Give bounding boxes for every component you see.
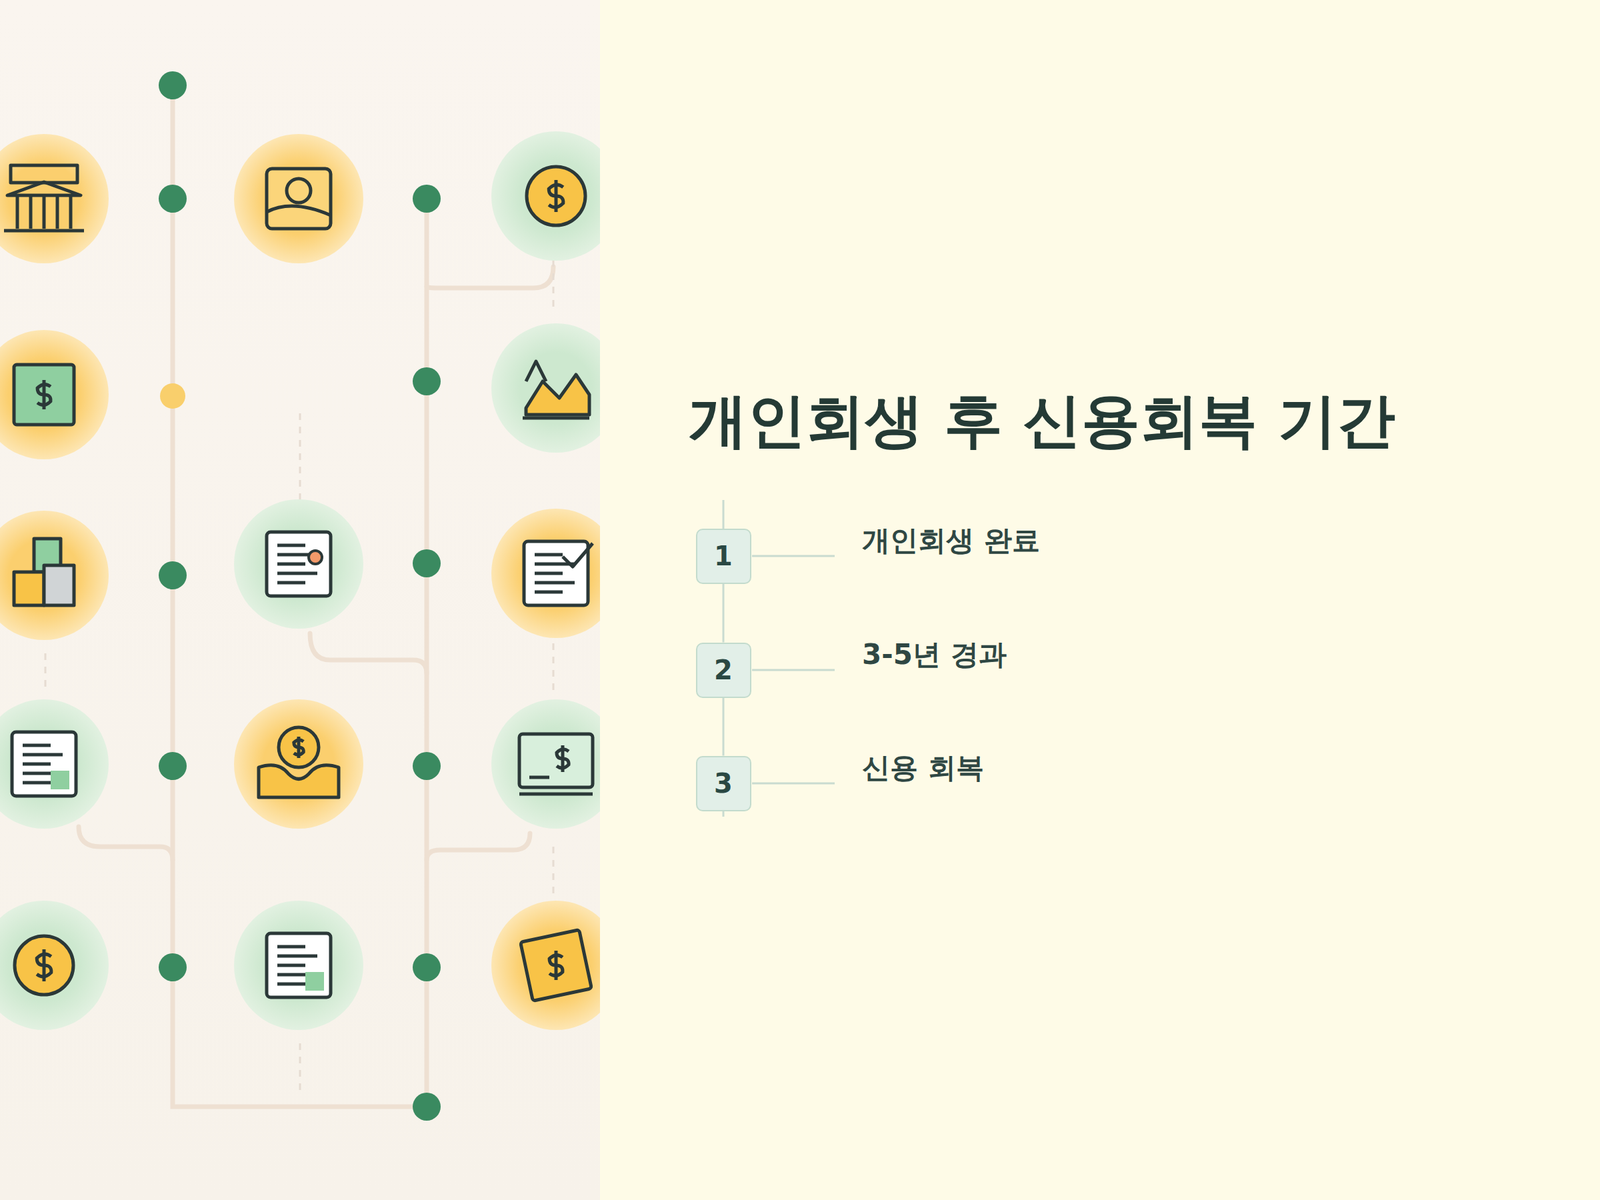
timeline-dot [158,561,187,590]
icon-badge [0,699,109,829]
icon-badge [234,900,364,1030]
rail-top [722,500,725,530]
timeline-dot [158,71,187,100]
timeline-dot [412,1092,441,1121]
icon-badge [491,323,600,453]
diagram-title: 개인회생 후 신용회복 기간 [688,381,1396,461]
leader-line [752,782,835,785]
timeline-dot [412,184,441,213]
dot-group [158,71,441,1121]
icon-badge [491,699,600,829]
icon-badge [234,699,364,829]
step-number: 1 [714,540,733,572]
timeline-dot [412,953,441,982]
timeline-dot [158,953,187,982]
dashed-guides [45,260,554,1094]
icon-badge [0,134,109,264]
icon-badge [234,499,364,629]
icon-badge [0,510,109,640]
timeline-connector [722,698,725,756]
step-label: 신용 회복 [862,749,984,787]
step-number-box: 2 [696,642,752,698]
leader-line [752,555,835,558]
leader-line [752,669,835,672]
icon-badge [491,131,600,261]
icon-badge [491,508,600,638]
tree-lines [78,85,554,1107]
illustration-panel [0,0,600,1200]
timeline-dot [158,752,187,780]
step-label: 개인회생 완료 [862,522,1040,560]
icon-badge [491,900,600,1030]
rail-bottom [722,810,725,817]
timeline-dot [412,549,441,578]
timeline-connector [722,584,725,643]
step-number: 3 [714,768,733,799]
icon-badge [0,330,109,460]
timeline-dot [160,383,186,409]
icon-group [0,131,600,1030]
timeline-dot [412,367,441,396]
timeline-dot [158,184,187,213]
step-label: 3-5년 경과 [862,636,1007,674]
step-number: 2 [714,654,733,686]
icon-badge [234,134,364,264]
timeline-dot [412,752,441,780]
step-number-box: 3 [696,756,752,812]
step-number-box: 1 [696,528,752,584]
icon-badge [0,900,109,1030]
